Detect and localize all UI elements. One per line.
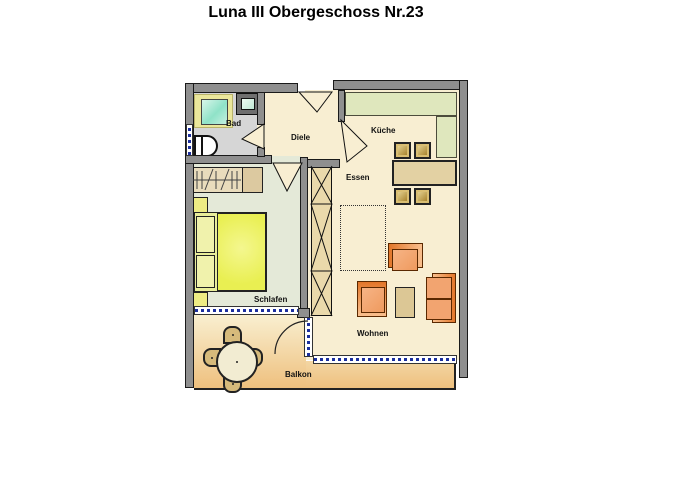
balcony-floor-right	[306, 361, 456, 390]
dining-chair	[414, 142, 431, 159]
exterior-wall	[459, 80, 468, 378]
sofa-cushion	[426, 299, 452, 320]
wardrobe	[191, 167, 243, 193]
armchair-seat	[392, 249, 418, 271]
interior-wall	[300, 157, 308, 313]
shower	[194, 94, 233, 128]
bedroom-window	[194, 306, 299, 315]
dining-chair	[414, 188, 431, 205]
bed-mattress	[217, 213, 266, 291]
dresser	[242, 167, 263, 193]
kitchen-counter-top	[345, 92, 457, 116]
page-title: Luna III Obergeschoss Nr.23	[208, 4, 424, 21]
exterior-wall	[185, 83, 298, 93]
bed-pillow	[196, 255, 215, 288]
coffee-table	[395, 287, 415, 318]
interior-wall	[185, 155, 272, 164]
dining-chair	[394, 188, 411, 205]
shower-tray	[201, 99, 228, 125]
kitchen-label: Küche	[371, 126, 396, 135]
living-room-label: Wohnen	[357, 329, 389, 338]
interior-wall	[257, 147, 265, 157]
hallway-label: Diele	[291, 133, 311, 142]
bedroom-label: Schlafen	[254, 295, 288, 304]
washbasin-bowl	[241, 98, 255, 110]
living-room-window	[313, 355, 457, 364]
balcony-glass-door	[304, 317, 313, 357]
interior-wall	[257, 92, 265, 125]
optional-furniture-outline	[340, 205, 386, 271]
dining-label: Essen	[346, 173, 370, 182]
toilet-tank	[196, 137, 203, 155]
bathroom-label: Bad	[226, 119, 242, 128]
sofa-cushion	[426, 277, 452, 299]
toilet	[194, 135, 218, 157]
wall-shelf-unit	[311, 166, 332, 316]
armchair-seat	[361, 287, 385, 313]
exterior-wall	[185, 83, 194, 388]
bed-pillow	[196, 216, 215, 253]
bathroom-window	[186, 124, 193, 156]
interior-wall	[338, 90, 345, 122]
balcony-round-table	[216, 341, 258, 383]
kitchen-counter-right	[436, 116, 457, 158]
dining-table	[392, 160, 457, 186]
interior-wall	[303, 159, 340, 168]
balcony-label: Balkon	[285, 370, 312, 379]
dining-chair	[394, 142, 411, 159]
exterior-wall	[333, 80, 468, 90]
